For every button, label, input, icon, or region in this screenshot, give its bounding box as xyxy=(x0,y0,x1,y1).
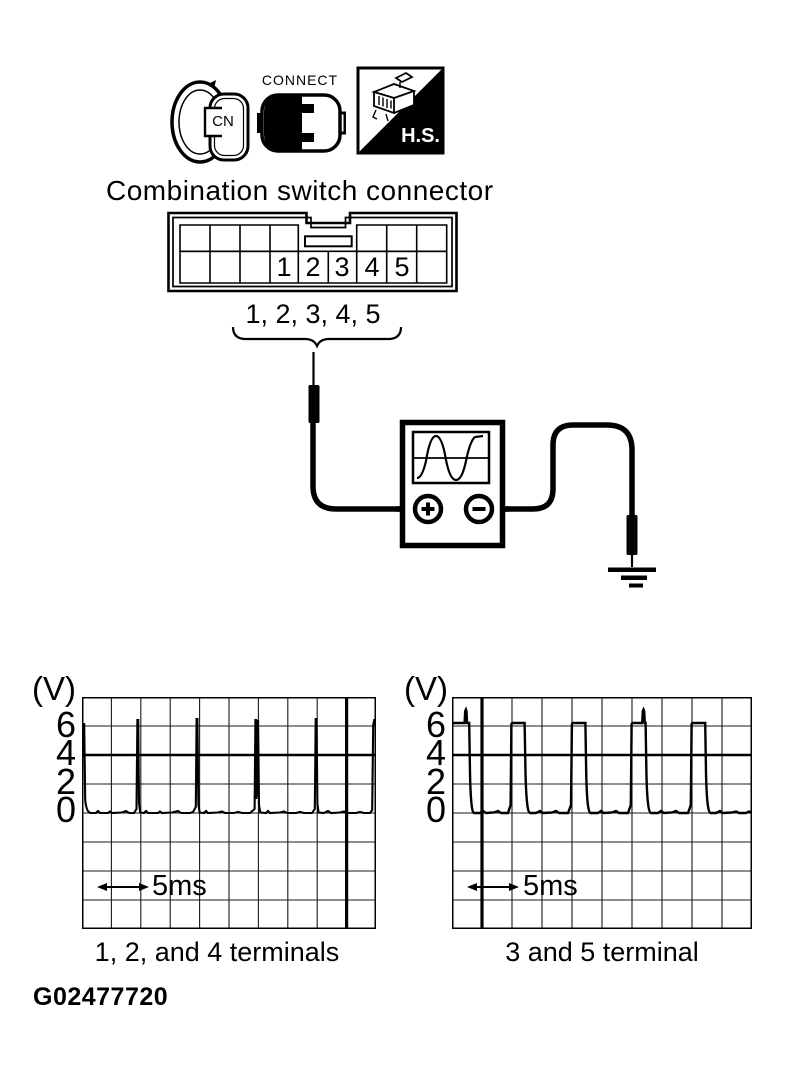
connect-badge-label: CONNECT xyxy=(261,72,339,88)
pin-grid xyxy=(179,224,448,284)
pins-summary: 1, 2, 3, 4, 5 xyxy=(245,299,381,329)
hs-icon xyxy=(356,66,445,155)
pin-label-4: 4 xyxy=(364,252,380,282)
left-oscillogram xyxy=(82,697,376,929)
brace xyxy=(231,326,403,349)
right-graph-tick-4: 4 xyxy=(425,732,446,773)
multimeter xyxy=(396,419,509,549)
wire-positive xyxy=(310,420,425,512)
left-graph-caption: 1, 2, and 4 terminals xyxy=(94,937,340,967)
waveform-trace xyxy=(452,706,752,815)
hand-tester-drawing xyxy=(371,71,417,115)
figure-id: G02477720 xyxy=(33,983,169,1011)
right-graph-tick-0: 0 xyxy=(425,789,446,830)
test-probe-positive xyxy=(308,352,320,423)
pin-label-5: 5 xyxy=(394,252,410,282)
left-graph-time-scale: 5ms xyxy=(152,870,207,902)
hand-tester-pins xyxy=(372,82,408,122)
right-graph-ylabel: (V) xyxy=(404,670,448,707)
connector-title: Combination switch connector xyxy=(106,175,494,206)
left-graph-tick-4: 4 xyxy=(55,732,76,773)
pin-label-2: 2 xyxy=(305,252,321,282)
time-scale-arrow xyxy=(467,883,519,891)
right-graph-tick-6: 6 xyxy=(425,704,446,745)
connector-key-slot xyxy=(304,235,353,248)
right-graph-caption: 3 and 5 terminal xyxy=(505,937,699,967)
hs-badge-label: H.S. xyxy=(401,125,440,147)
cn-connector-icon xyxy=(170,80,250,164)
sine-wave-icon xyxy=(416,434,484,482)
ground-icon xyxy=(608,567,656,588)
waveform-trace xyxy=(82,717,376,815)
test-probe-ground xyxy=(626,515,638,555)
wire-negative xyxy=(493,422,656,588)
connect-icon xyxy=(257,93,346,153)
plus-terminal-icon xyxy=(412,493,444,525)
left-graph-tick-0: 0 xyxy=(55,789,76,830)
time-scale-arrow xyxy=(97,883,149,891)
right-graph-time-scale: 5ms xyxy=(523,870,578,902)
left-graph-tick-6: 6 xyxy=(55,704,76,745)
pin-label-1: 1 xyxy=(276,252,292,282)
left-graph-ylabel: (V) xyxy=(32,670,76,707)
minus-terminal-icon xyxy=(463,493,495,525)
cn-badge-label: CN xyxy=(212,113,234,130)
right-graph-tick-2: 2 xyxy=(425,761,446,802)
right-oscillogram xyxy=(452,697,752,929)
left-graph-tick-2: 2 xyxy=(55,761,76,802)
combination-switch-connector-drawing xyxy=(167,211,458,293)
pin-label-3: 3 xyxy=(334,252,350,282)
